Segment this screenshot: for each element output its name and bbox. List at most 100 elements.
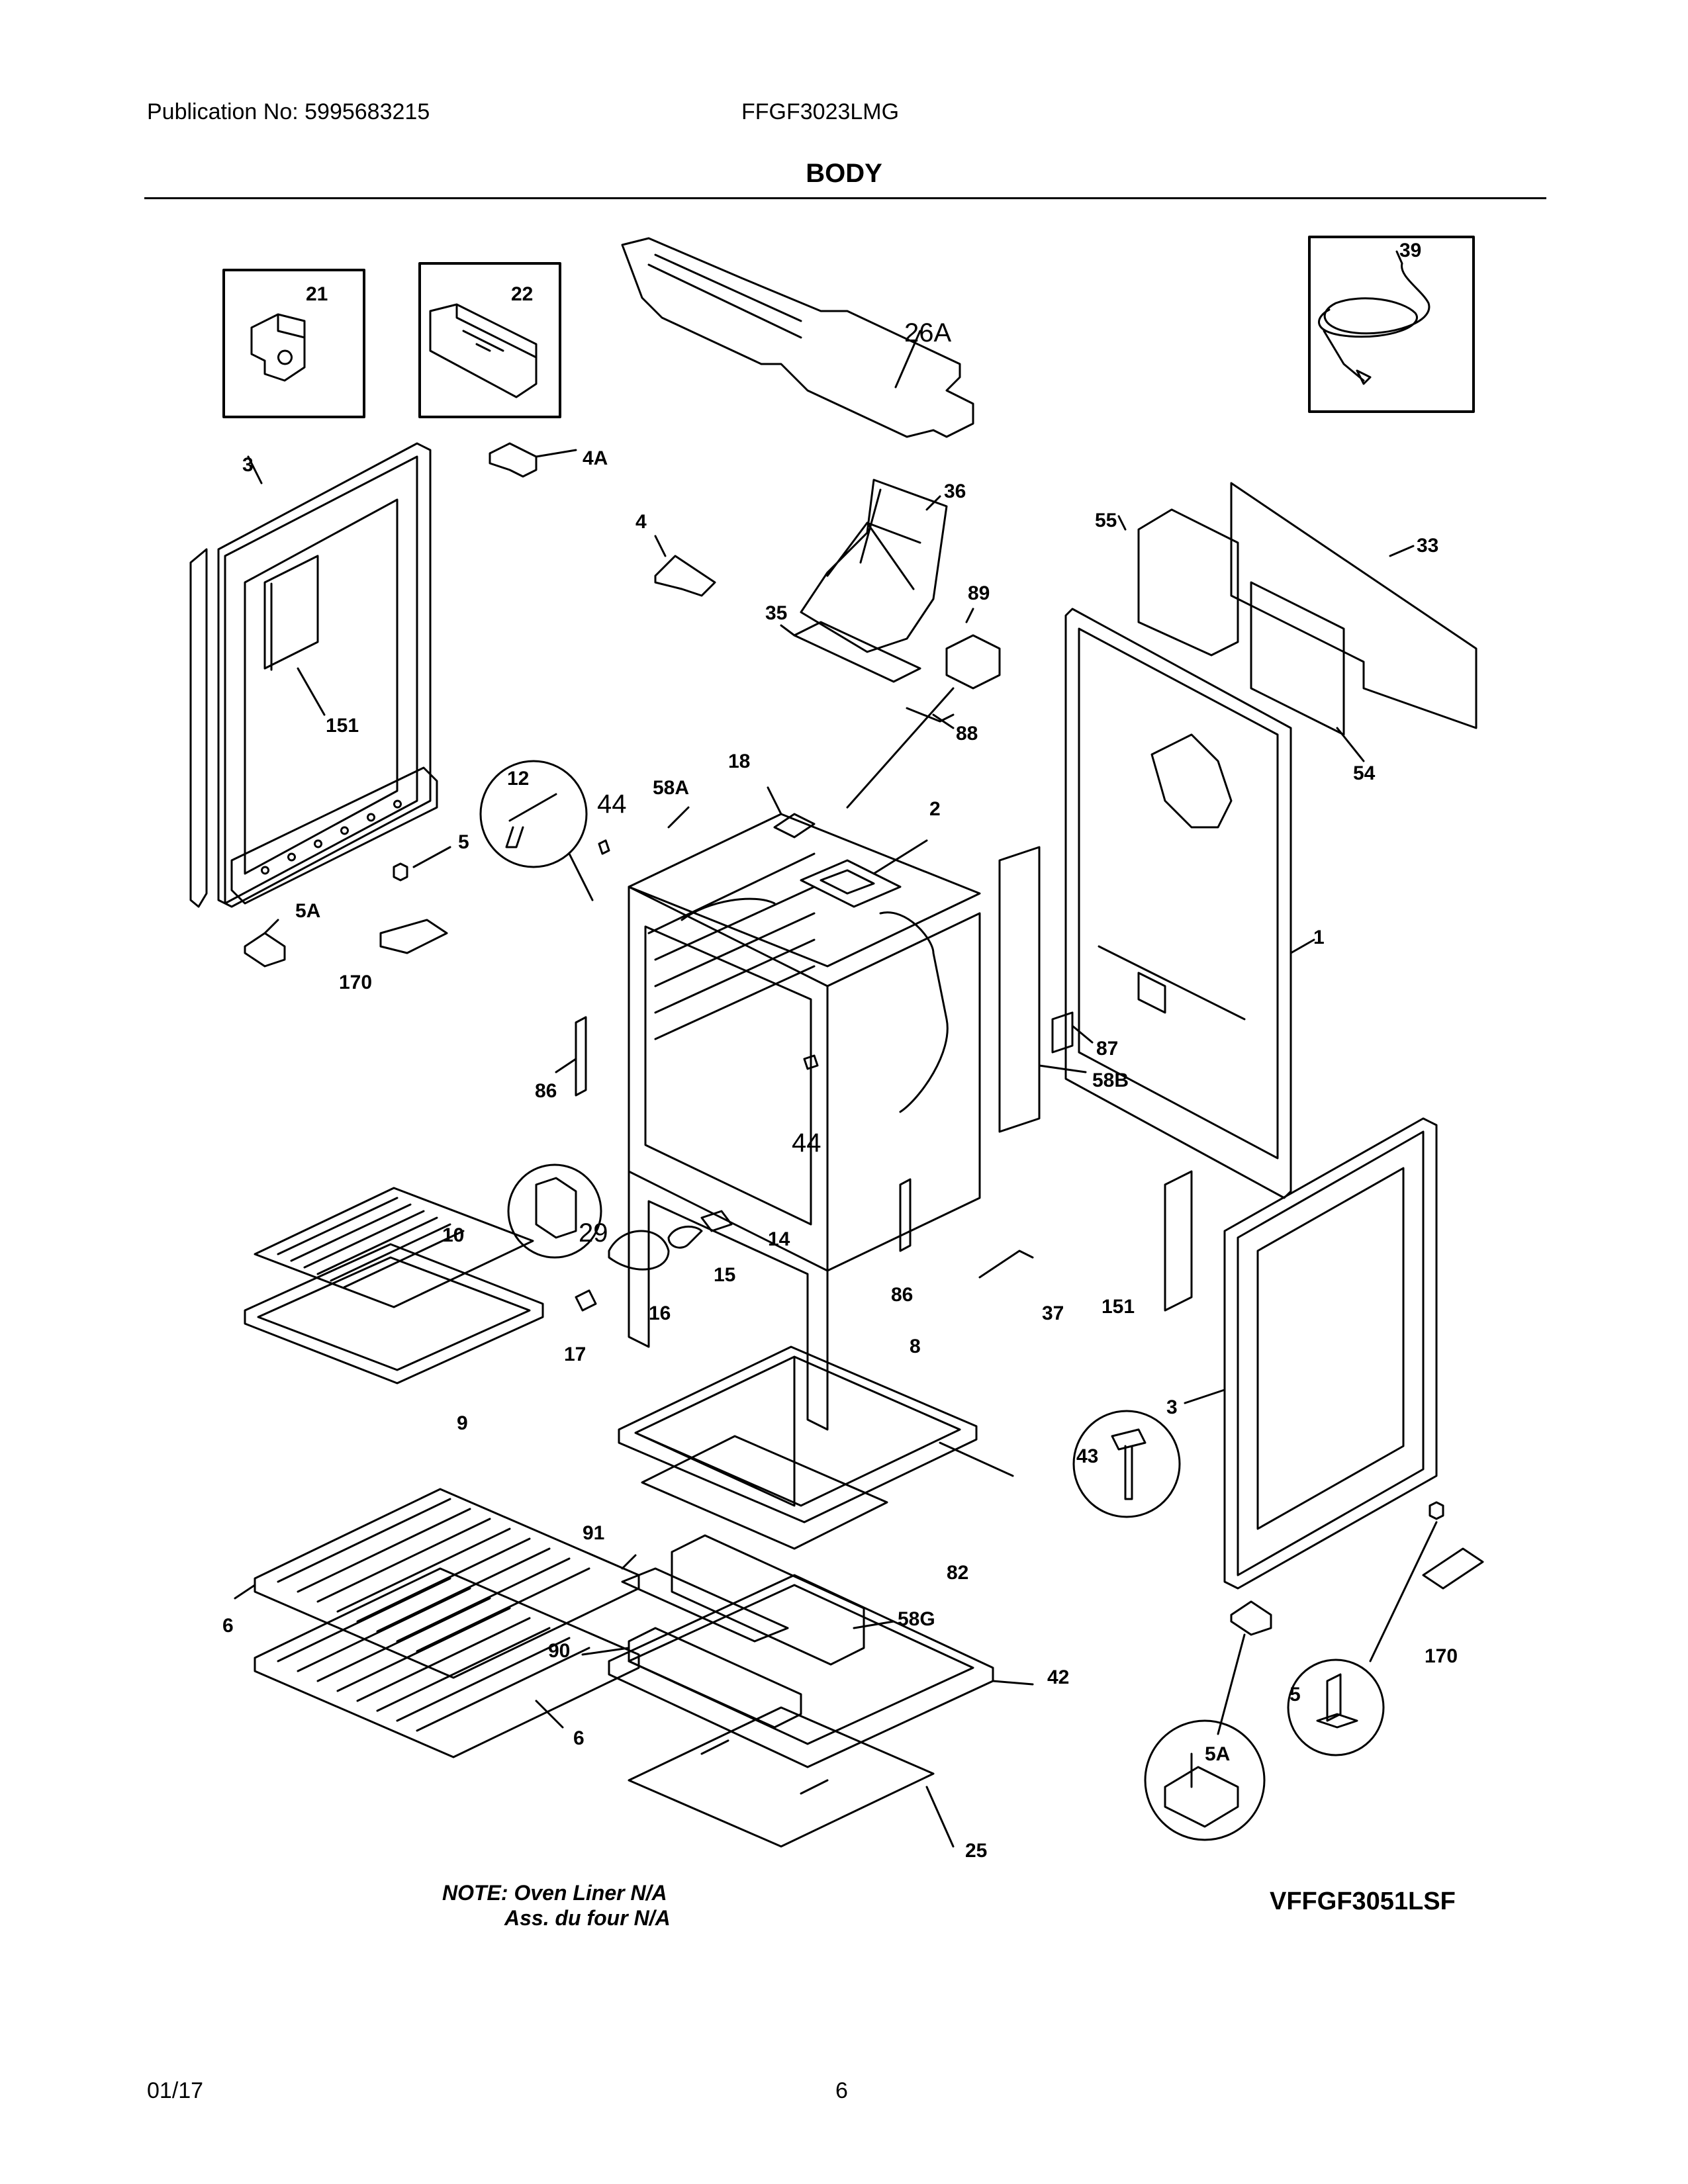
part-58g-insulation (671, 1534, 865, 1666)
part-10-broil-pan-grid (254, 1187, 534, 1308)
callout-86-left: 86 (535, 1080, 557, 1102)
part-3-bottom-channel (230, 766, 438, 905)
part-5a-bracket-detail (1164, 1752, 1239, 1828)
callout-44-lower: 44 (792, 1128, 821, 1158)
part-6-oven-rack-upper (254, 1488, 640, 1679)
callout-4a: 4A (583, 447, 608, 469)
part-55-cover (1137, 508, 1239, 657)
part-25-bottom-panel (628, 1706, 935, 1848)
part-6-oven-rack-lower (254, 1567, 640, 1758)
callout-6-lower: 6 (573, 1727, 585, 1749)
callout-17: 17 (564, 1343, 586, 1365)
part-26a-top-bracket (621, 237, 974, 438)
part-18-clip (773, 813, 816, 839)
callout-87: 87 (1096, 1038, 1118, 1060)
part-58a-insulation-top (628, 813, 981, 1113)
callout-12: 12 (507, 768, 529, 790)
part-22-bracket (429, 303, 538, 398)
callout-151-right: 151 (1102, 1296, 1135, 1318)
note-line-english: NOTE: Oven Liner N/A (442, 1881, 667, 1905)
callout-43: 43 (1076, 1445, 1098, 1467)
part-89-bracket (945, 634, 1001, 690)
callout-86-right: 86 (891, 1284, 913, 1306)
part-44-clip-lower (803, 1054, 819, 1070)
callout-54: 54 (1353, 762, 1376, 784)
inset-box-21 (222, 269, 365, 418)
note-line-french: Ass. du four N/A (504, 1906, 671, 1930)
part-90-bracket (628, 1627, 802, 1729)
callout-21: 21 (306, 283, 328, 305)
callout-82: 82 (947, 1562, 968, 1584)
callout-42: 42 (1047, 1666, 1069, 1688)
callout-36: 36 (944, 480, 966, 502)
part-29-bracket (535, 1177, 577, 1239)
part-151-left-bracket (263, 555, 319, 671)
callout-8: 8 (910, 1336, 921, 1357)
part-4-clip (654, 555, 716, 597)
callout-170-left: 170 (339, 972, 372, 993)
inset-box-22 (418, 262, 561, 418)
part-15-bulb (667, 1225, 703, 1249)
oven-cavity (628, 852, 981, 1272)
part-87-connector (1051, 1011, 1074, 1054)
callout-10: 10 (442, 1224, 464, 1246)
callout-18: 18 (728, 751, 750, 772)
callout-3-right: 3 (1166, 1396, 1178, 1418)
part-35-plate (793, 621, 921, 683)
callout-33: 33 (1417, 535, 1438, 557)
part-33-rear-cover (1230, 482, 1477, 729)
callout-6-upper: 6 (222, 1615, 234, 1637)
callout-25: 25 (965, 1840, 987, 1862)
part-9-broil-pan (244, 1243, 544, 1385)
part-39-power-cord (1318, 250, 1430, 385)
callout-39: 39 (1399, 240, 1421, 261)
part-5a-bracket-left (244, 932, 286, 968)
callout-58a: 58A (653, 777, 689, 799)
part-4a-clip (489, 442, 538, 478)
callout-1: 1 (1313, 927, 1325, 948)
callout-88: 88 (956, 723, 978, 745)
part-8-oven-bottom (618, 1345, 978, 1524)
callout-151-left: 151 (326, 715, 359, 737)
part-21-bracket (250, 313, 306, 382)
part-86-hinge-right (899, 1178, 912, 1252)
callout-2: 2 (929, 798, 941, 820)
part-82-deflector (641, 1435, 888, 1550)
callout-5-right: 5 (1289, 1684, 1301, 1706)
part-170-bracket-left (379, 919, 448, 954)
part-5a-bracket-right (1230, 1600, 1272, 1636)
part-86-hinge-left (575, 1016, 587, 1097)
header-rule (144, 197, 1546, 199)
part-16-lens (608, 1230, 670, 1271)
callout-58b: 58B (1092, 1069, 1129, 1091)
part-3-right-side-panel (1223, 1117, 1438, 1590)
callout-29: 29 (579, 1218, 608, 1248)
part-43-screw (1111, 1428, 1147, 1500)
callout-90: 90 (548, 1640, 570, 1662)
part-3-left-side-panel (189, 442, 432, 908)
part-44-clip-upper (598, 839, 610, 855)
oven-frame-legs (628, 1170, 829, 1431)
callout-170-right: 170 (1425, 1645, 1458, 1667)
part-29-detail-circle (507, 1163, 602, 1259)
part-17-clip (575, 1289, 597, 1312)
part-14-socket (700, 1210, 733, 1232)
callout-15: 15 (714, 1264, 735, 1286)
callout-35: 35 (765, 602, 787, 624)
callout-14: 14 (768, 1228, 790, 1250)
footer-page-number: 6 (835, 2078, 848, 2103)
publication-number: Publication No: 5995683215 (147, 99, 430, 124)
part-88-wire (846, 687, 955, 809)
part-5-leveler-detail (1316, 1673, 1358, 1729)
part-42-burner-box (608, 1574, 994, 1768)
part-1-rear-panel (1064, 608, 1292, 1199)
part-58b-insulation-side (998, 846, 1041, 1133)
part-151-right-bracket (1164, 1170, 1193, 1312)
part-37-wire (978, 1250, 1034, 1279)
section-title: BODY (806, 159, 882, 188)
callout-26a: 26A (904, 318, 951, 347)
part-12-detail-circle (479, 760, 588, 868)
part-5-leveler-left (393, 862, 408, 882)
callout-5-left: 5 (458, 831, 469, 853)
